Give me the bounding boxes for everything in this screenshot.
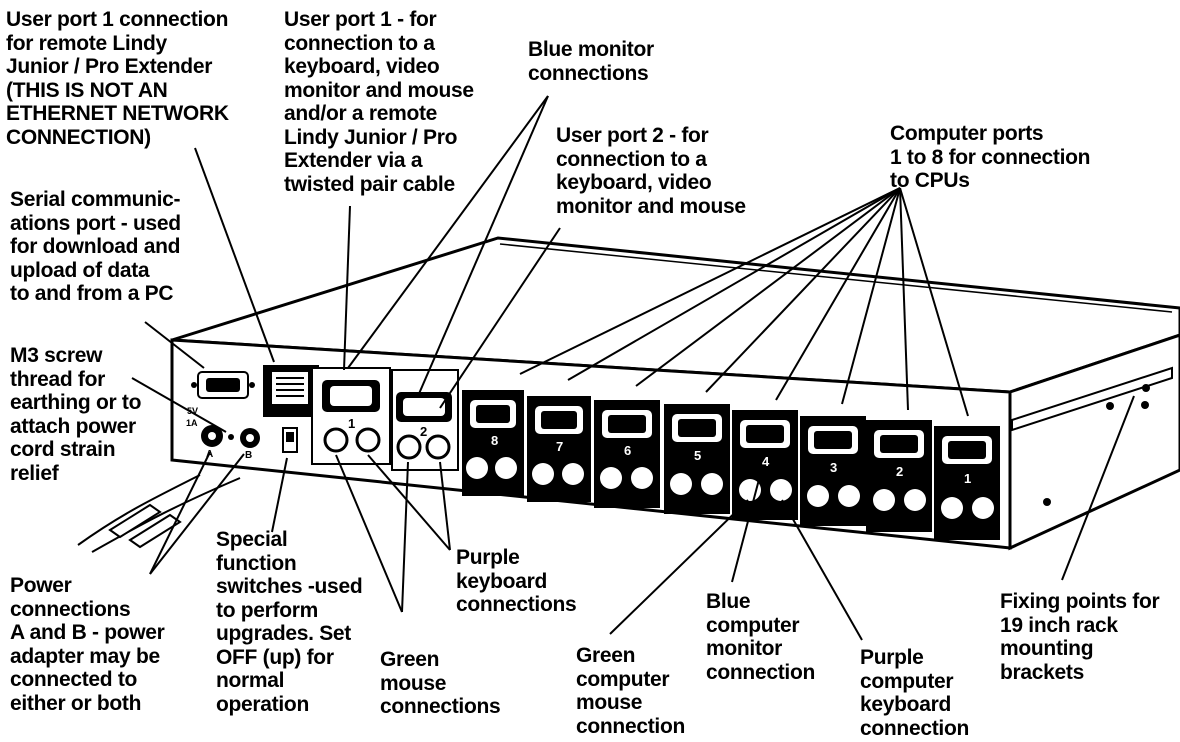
computer-port-3 xyxy=(800,416,866,526)
callout-lines xyxy=(131,95,1135,641)
port-number-1: 1 xyxy=(964,471,971,486)
label-m3-screw: M3 screw thread for earthing or to attac… xyxy=(10,344,142,485)
computer-port-8 xyxy=(462,390,524,496)
rj45-port xyxy=(263,365,319,417)
serial-port xyxy=(191,371,255,399)
computer-port-1 xyxy=(934,426,1000,540)
label-purple-computer-keyboard: Purple computer keyboard connection xyxy=(860,646,970,740)
label-blue-computer-monitor: Blue computer monitor connection xyxy=(706,590,816,684)
fixing-point xyxy=(1142,384,1150,392)
power-jack-b xyxy=(240,428,260,448)
label-power-connections: Power connections A and B - power adapte… xyxy=(10,574,165,715)
fixing-point xyxy=(1106,402,1114,410)
port-number-6: 6 xyxy=(624,443,631,458)
fixing-point xyxy=(1141,401,1149,409)
user-port-1 xyxy=(311,367,391,465)
m3-screw-thread xyxy=(228,434,234,440)
port-number-5: 5 xyxy=(694,448,701,463)
label-special-function-switches: Special function switches -used to perfo… xyxy=(216,528,363,716)
port-number-3: 3 xyxy=(830,460,837,475)
label-purple-keyboard-connections: Purple keyboard connections xyxy=(456,546,577,616)
label-fixing-points: Fixing points for 19 inch rack mounting … xyxy=(1000,590,1160,684)
port-number-2: 2 xyxy=(896,464,903,479)
computer-port-2 xyxy=(866,420,932,532)
label-user-port-1-remote: User port 1 connection for remote Lindy … xyxy=(6,8,229,149)
port-number-4: 4 xyxy=(762,454,770,469)
computer-port-7 xyxy=(527,396,591,502)
fixing-point xyxy=(1043,498,1051,506)
power-label-b: B xyxy=(245,450,252,461)
port-number-8: 8 xyxy=(491,433,498,448)
power-rating-a: 1A xyxy=(186,418,198,428)
computer-port-5 xyxy=(664,404,730,514)
label-green-mouse-connections: Green mouse connections xyxy=(380,648,501,718)
label-blue-monitor-connections: Blue monitor connections xyxy=(528,38,654,85)
computer-port-4 xyxy=(732,410,798,520)
label-user-port-2: User port 2 - for connection to a keyboa… xyxy=(556,124,746,218)
port-number-7: 7 xyxy=(556,439,563,454)
user-port-number-2: 2 xyxy=(420,424,427,439)
user-port-number-1: 1 xyxy=(348,416,355,431)
computer-port-6 xyxy=(594,400,660,508)
power-jack-a xyxy=(201,425,223,447)
label-user-port-1: User port 1 - for connection to a keyboa… xyxy=(284,8,474,196)
label-green-computer-mouse: Green computer mouse connection xyxy=(576,644,686,738)
label-computer-ports: Computer ports 1 to 8 for connection to … xyxy=(890,122,1091,192)
user-port-2 xyxy=(391,369,459,471)
power-rating-v: 5V xyxy=(187,406,198,416)
label-serial-port: Serial communic- ations port - used for … xyxy=(10,188,181,305)
